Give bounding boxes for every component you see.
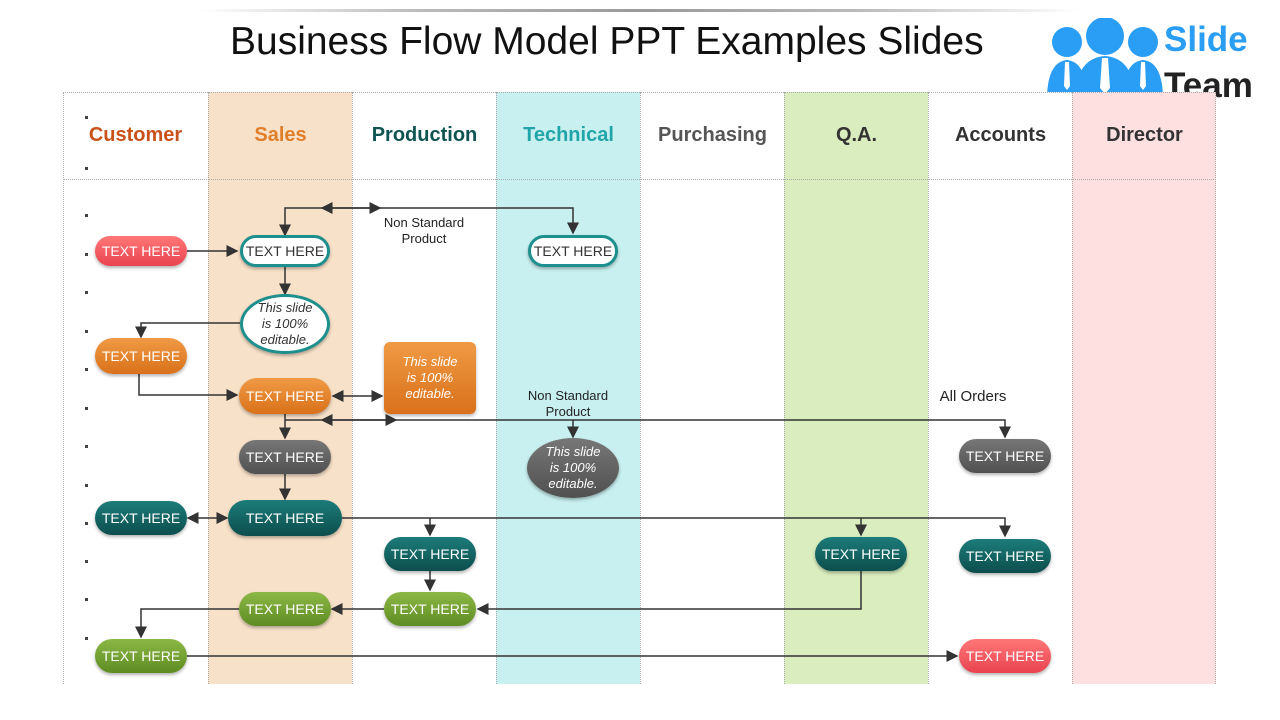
bullet-dot bbox=[85, 116, 88, 119]
flow-node[interactable]: TEXT HERE bbox=[95, 639, 187, 673]
bullet-dot bbox=[85, 560, 88, 563]
lane-header: Technical bbox=[497, 92, 640, 180]
flow-node[interactable]: TEXT HERE bbox=[959, 439, 1051, 473]
label-all-orders: All Orders bbox=[939, 388, 1007, 405]
bullet-dot bbox=[85, 407, 88, 410]
lane-header: Sales bbox=[209, 92, 352, 180]
flow-node[interactable]: TEXT HERE bbox=[95, 501, 187, 535]
slide-title: Business Flow Model PPT Examples Slides bbox=[230, 20, 984, 63]
bullet-dot bbox=[85, 253, 88, 256]
flow-node[interactable]: TEXT HERE bbox=[240, 235, 330, 267]
connector bbox=[342, 517, 1011, 538]
bullet-dot bbox=[85, 522, 88, 525]
connector bbox=[138, 374, 239, 401]
bullet-dot bbox=[85, 368, 88, 371]
bullet-dot bbox=[85, 484, 88, 487]
flow-node[interactable]: TEXT HERE bbox=[239, 378, 331, 414]
bullet-dot bbox=[85, 214, 88, 217]
flow-node[interactable]: This slide is 100% editable. bbox=[384, 342, 476, 414]
logo-text-slide: Slide bbox=[1164, 20, 1248, 59]
lane-header: Accounts bbox=[929, 92, 1072, 180]
flow-node[interactable]: TEXT HERE bbox=[228, 500, 342, 536]
lane-qa: Q.A. bbox=[784, 92, 928, 684]
top-divider bbox=[200, 9, 1080, 12]
people-logo-icon bbox=[1047, 18, 1163, 102]
connector bbox=[279, 207, 579, 237]
lane-header: Production bbox=[353, 92, 496, 180]
flow-node[interactable]: TEXT HERE bbox=[95, 236, 187, 266]
lane-header: Purchasing bbox=[641, 92, 784, 180]
lane-director: Director bbox=[1072, 92, 1216, 684]
lane-header: Customer bbox=[64, 92, 207, 180]
flow-node[interactable]: TEXT HERE bbox=[959, 539, 1051, 573]
flow-node[interactable]: This slide is 100% editable. bbox=[240, 294, 330, 354]
connector bbox=[135, 322, 240, 339]
flow-node[interactable]: TEXT HERE bbox=[959, 639, 1051, 673]
flow-node[interactable]: TEXT HERE bbox=[528, 235, 618, 267]
lane-technical: Technical bbox=[496, 92, 640, 684]
label-non-standard-product: Non Standard Product bbox=[383, 215, 465, 246]
flow-node[interactable]: TEXT HERE bbox=[239, 592, 331, 626]
lane-purchasing: Purchasing bbox=[640, 92, 784, 684]
connector bbox=[285, 419, 1011, 439]
flow-node[interactable]: TEXT HERE bbox=[815, 537, 907, 571]
lane-header: Q.A. bbox=[785, 92, 928, 180]
bullet-dot bbox=[85, 167, 88, 170]
connector bbox=[135, 608, 239, 639]
flow-node[interactable]: TEXT HERE bbox=[95, 338, 187, 374]
flow-node[interactable]: TEXT HERE bbox=[384, 537, 476, 571]
bullet-dot bbox=[85, 637, 88, 640]
label-non-standard-product: Non Standard Product bbox=[527, 388, 609, 419]
lane-header: Director bbox=[1073, 92, 1216, 180]
bullet-dot bbox=[85, 445, 88, 448]
lane-accounts: Accounts bbox=[928, 92, 1072, 684]
lane-customer: Customer bbox=[63, 92, 207, 684]
connector bbox=[476, 571, 862, 615]
bullet-dot bbox=[85, 291, 88, 294]
bullet-dot bbox=[85, 330, 88, 333]
bullet-dot bbox=[85, 598, 88, 601]
flow-node[interactable]: This slide is 100% editable. bbox=[527, 438, 619, 498]
flow-node[interactable]: TEXT HERE bbox=[239, 440, 331, 474]
flow-node[interactable]: TEXT HERE bbox=[384, 592, 476, 626]
